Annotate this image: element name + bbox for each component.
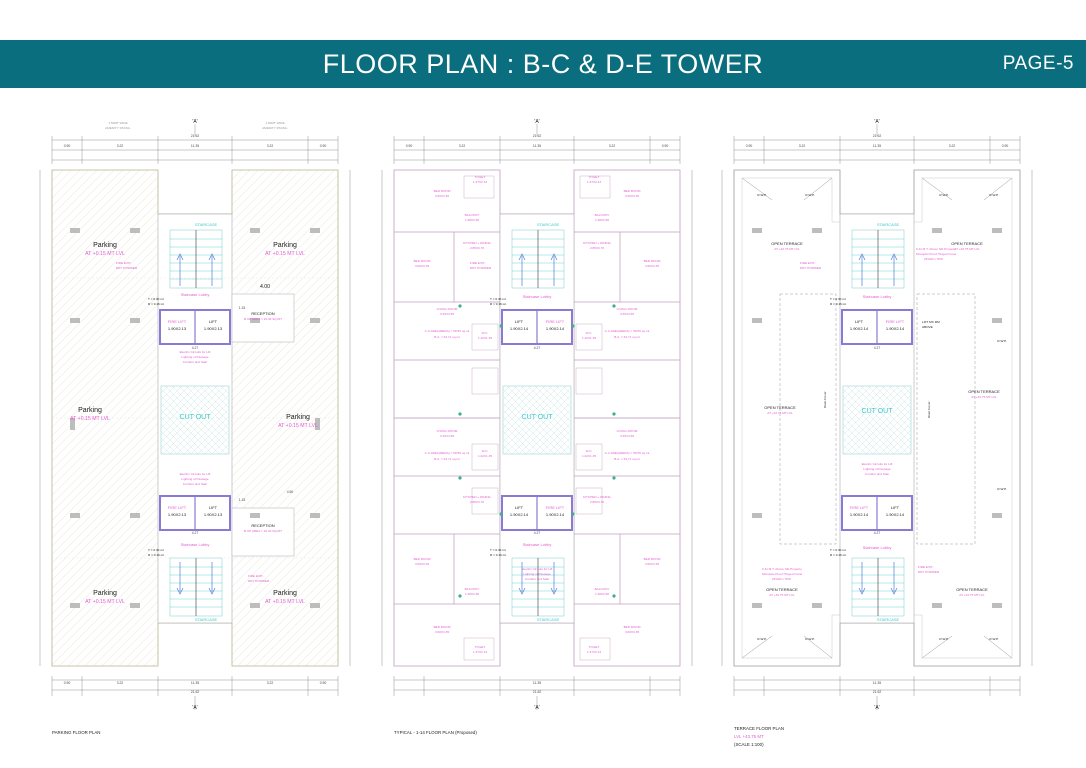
plan-parking-drawing bbox=[39, 124, 351, 710]
plan-caption-parking: PARKING FLOOR PLAN bbox=[52, 730, 101, 735]
plan-caption-terrace-lvl: LVL +43.75 MT bbox=[734, 734, 764, 739]
plan-terrace-floor: 'A' 'A' 21.62 11.35 0.90 3.22 3.22 0.90 … bbox=[712, 118, 1042, 747]
plan-parking-floor: 'A' 'A' 1.50MT WIDE AMENITY PASSG. 1.50M… bbox=[30, 118, 360, 735]
plan-caption-typical: TYPICAL - 1-14 FLOOR PLAN (Proposed) bbox=[394, 730, 477, 735]
plan-typical-drawing bbox=[381, 124, 693, 710]
page-number-label: PAGE-5 bbox=[1002, 53, 1074, 74]
plan-typical-floor: 'A' 'A' 21.62 11.35 0.90 3.22 3.22 0.90 … bbox=[372, 118, 702, 735]
drawing-sheet: 'A' 'A' 1.50MT WIDE AMENITY PASSG. 1.50M… bbox=[0, 88, 1086, 768]
header-bar: FLOOR PLAN : B-C & D-E TOWER PAGE-5 bbox=[0, 40, 1086, 88]
plan-caption-terrace: TERRACE FLOOR PLAN bbox=[734, 726, 785, 731]
plan-caption-terrace-scale: (SCALE 1:100) bbox=[734, 742, 764, 747]
plan-terrace-drawing bbox=[721, 124, 1033, 710]
page-title: FLOOR PLAN : B-C & D-E TOWER bbox=[322, 48, 764, 79]
